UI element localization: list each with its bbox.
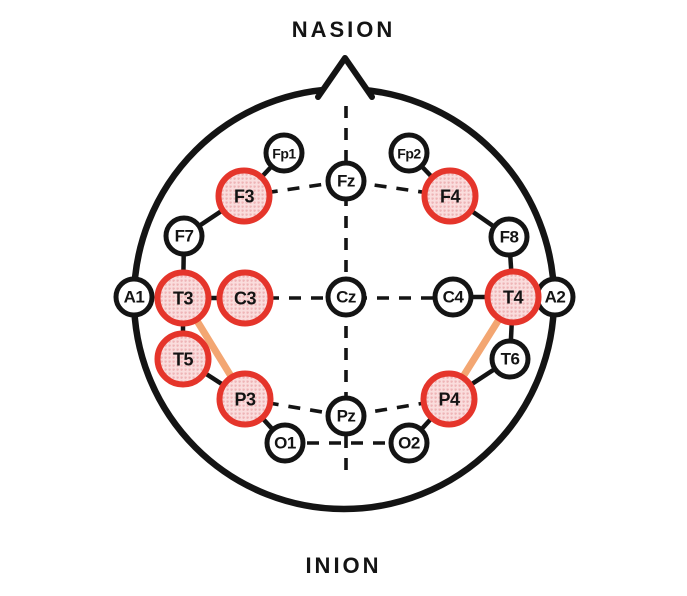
electrode-fp1: Fp1 [263,132,305,174]
electrode-t5: T5 [154,330,212,388]
electrode-p4: P4 [420,370,478,428]
electrode-t3: T3 [154,269,212,327]
electrode-fz: Fz [325,160,367,202]
electrode-c3: C3 [216,269,274,327]
electrode-pz: Pz [325,395,367,437]
nasion-label: NASION [291,17,396,42]
electrode-c4: C4 [432,276,474,318]
electrode-p3: P3 [216,370,274,428]
electrode-f3: F3 [215,167,273,225]
electrode-t6: T6 [489,338,531,380]
nose-marker [315,55,375,100]
electrode-t4: T4 [484,268,542,326]
electrode-f7: F7 [163,215,205,257]
electrode-o2: O2 [388,422,430,464]
electrode-fp2: Fp2 [388,132,430,174]
inion-label: INION [305,553,382,578]
electrode-f4: F4 [421,167,479,225]
electrode-a1: A1 [113,276,155,318]
electrode-o1: O1 [264,422,306,464]
electrode-cz: Cz [325,276,367,318]
electrode-f8: F8 [488,216,530,258]
